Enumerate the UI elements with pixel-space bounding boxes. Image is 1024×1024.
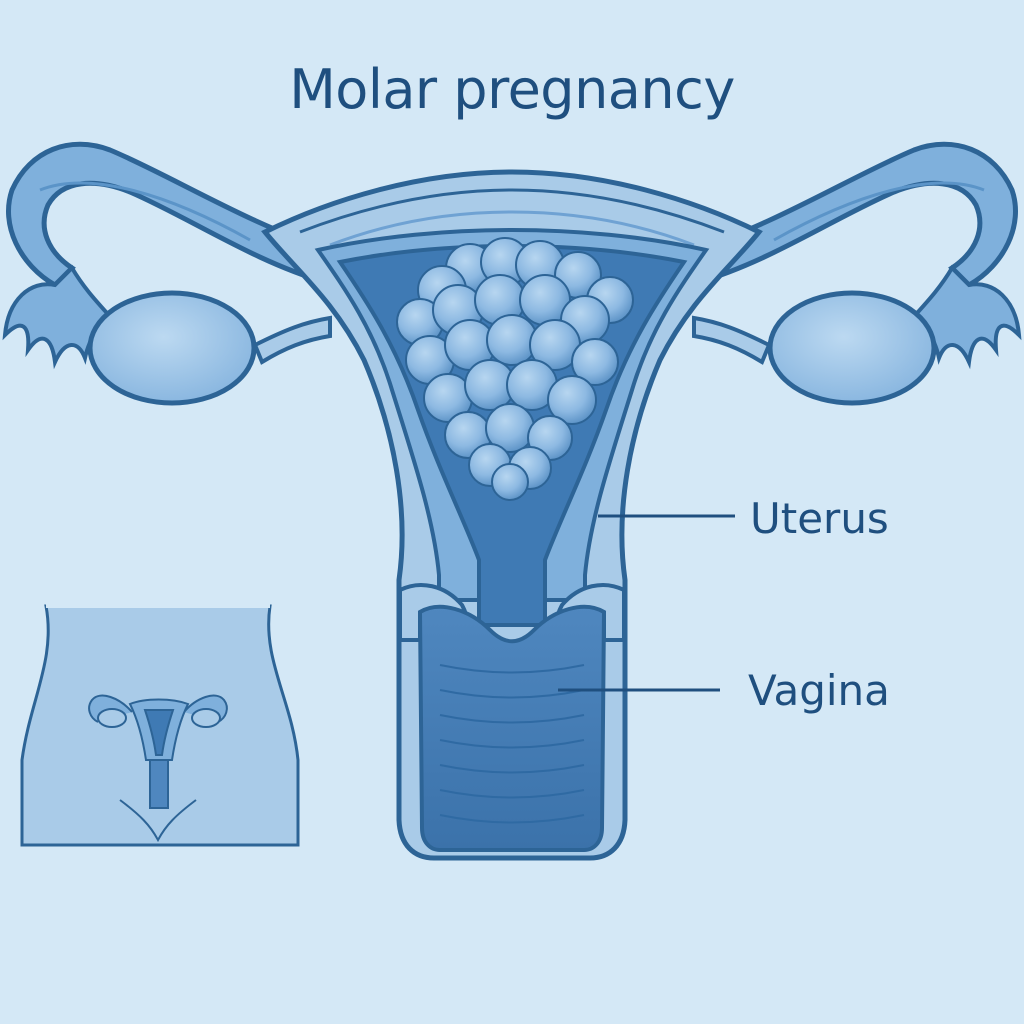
vagina-label: Vagina bbox=[748, 666, 890, 715]
diagram-title: Molar pregnancy bbox=[289, 58, 735, 121]
left-fallopian-tube bbox=[2, 141, 333, 370]
left-ovarian-ligament bbox=[252, 315, 332, 365]
vaginal-canal bbox=[417, 604, 607, 852]
inset-mini-uterus bbox=[88, 694, 228, 809]
inset-body-diagram bbox=[20, 604, 300, 847]
right-ovarian-ligament bbox=[692, 315, 772, 365]
molar-cyst-cluster bbox=[396, 237, 634, 501]
uterus-label: Uterus bbox=[750, 494, 889, 543]
right-ovary bbox=[767, 290, 937, 406]
left-ovary bbox=[87, 290, 257, 406]
